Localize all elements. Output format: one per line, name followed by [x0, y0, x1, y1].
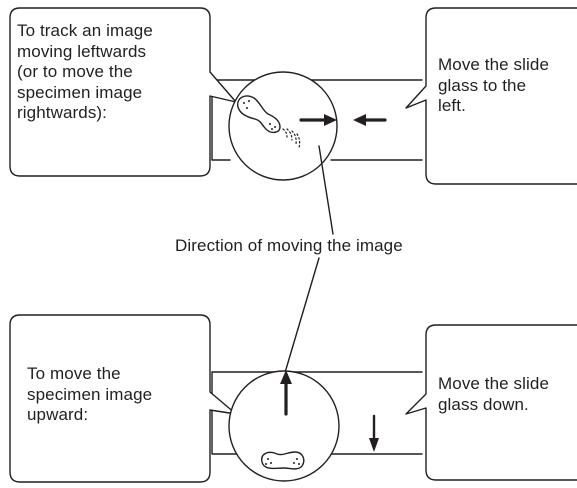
- bottom-right-callout: [405, 324, 577, 481]
- bottom-left-callout: [9, 314, 237, 483]
- direction-label: Direction of moving the image: [175, 236, 403, 255]
- bottom-specimen: [261, 451, 305, 470]
- image-move-up-arrowhead: [280, 370, 292, 384]
- top-right-text: Move the slide glass to the left.: [438, 55, 550, 115]
- motion-trail: [282, 128, 301, 149]
- bottom-specimen-dots: [265, 458, 300, 465]
- top-field-circle: [228, 71, 338, 181]
- label-leader-up: [318, 145, 334, 235]
- top-specimen: [237, 95, 281, 134]
- top-left-callout: [9, 7, 237, 177]
- bottom-right-text: Move the slide glass down.: [438, 374, 550, 414]
- slide-move-down-arrowhead: [369, 438, 379, 452]
- slide-move-left-arrowhead: [353, 114, 366, 126]
- top-left-text: To track an image moving leftwards (or t…: [17, 21, 153, 122]
- image-move-right-arrowhead: [324, 114, 337, 126]
- bottom-left-text: To move the specimen image upward:: [27, 364, 153, 424]
- top-slide-glass: [211, 79, 423, 161]
- bottom-field-circle: [228, 370, 340, 482]
- label-leader-down: [283, 257, 320, 377]
- top-specimen-dots: [243, 100, 276, 130]
- top-right-callout: [405, 7, 577, 185]
- bottom-slide-glass: [211, 371, 423, 455]
